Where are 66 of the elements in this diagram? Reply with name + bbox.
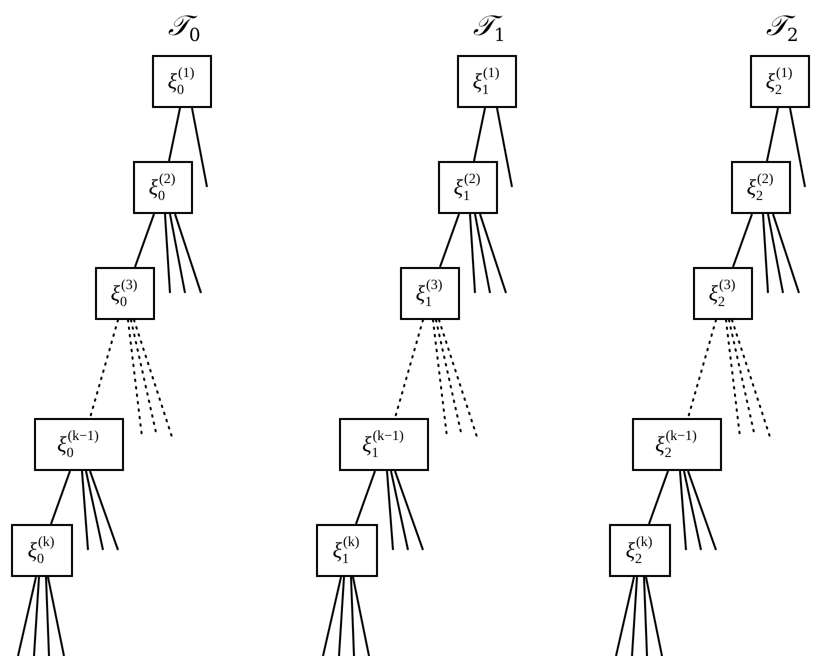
- tree-edge: [355, 470, 376, 524]
- branch-line: [731, 319, 771, 438]
- tree-title: 𝒯$_{1}$: [473, 12, 506, 40]
- branch-line: [496, 108, 513, 188]
- branch-line: [169, 214, 186, 294]
- tree-edge: [50, 470, 71, 524]
- tree-edge: [439, 214, 460, 268]
- tree-edge: [89, 319, 119, 419]
- branch-line: [85, 470, 104, 550]
- branch-line: [394, 470, 424, 550]
- tree-edge: [473, 108, 486, 162]
- variable-box: [731, 161, 791, 214]
- variable-box: [152, 55, 212, 108]
- branch-line: [679, 470, 687, 550]
- branch-line: [174, 214, 202, 294]
- branch-line: [164, 214, 171, 294]
- branch-line: [17, 576, 37, 656]
- branch-line: [45, 576, 50, 656]
- branch-line: [643, 576, 648, 656]
- tree-title: 𝒯$_{2}$: [766, 12, 798, 40]
- branch-line: [89, 470, 119, 550]
- variable-box: [609, 524, 671, 577]
- tree-edge: [394, 319, 424, 419]
- branch-line: [386, 470, 394, 550]
- branch-line: [390, 470, 409, 550]
- branch-line: [631, 576, 638, 656]
- branch-line: [350, 576, 355, 656]
- variable-box: [457, 55, 517, 108]
- branch-line: [438, 319, 478, 438]
- variable-box: [438, 161, 498, 214]
- variable-box: [750, 55, 810, 108]
- variable-box: [11, 524, 73, 577]
- variable-box: [632, 418, 722, 471]
- branch-line: [772, 214, 800, 294]
- branch-line: [47, 576, 65, 656]
- branch-line: [687, 470, 717, 550]
- tree-edge: [648, 470, 669, 524]
- variable-box: [34, 418, 124, 471]
- tree-edge: [134, 214, 155, 268]
- variable-box: [693, 267, 753, 320]
- branch-line: [474, 214, 491, 294]
- branch-line: [191, 108, 208, 188]
- branch-line: [645, 576, 663, 656]
- variable-box: [95, 267, 155, 320]
- branch-line: [352, 576, 370, 656]
- variable-box: [400, 267, 460, 320]
- tree-edge: [687, 319, 717, 419]
- tree-edge: [168, 108, 181, 162]
- branch-line: [133, 319, 173, 438]
- branch-line: [479, 214, 507, 294]
- variable-box: [133, 161, 193, 214]
- branch-line: [81, 470, 89, 550]
- branch-line: [33, 576, 40, 656]
- branch-line: [469, 214, 476, 294]
- branch-line: [338, 576, 345, 656]
- variable-box: [316, 524, 378, 577]
- tree-edge: [766, 108, 779, 162]
- variable-box: [339, 418, 429, 471]
- branch-line: [615, 576, 635, 656]
- tree-title: 𝒯$_{0}$: [168, 12, 200, 40]
- branch-line: [767, 214, 784, 294]
- tree-edge: [732, 214, 753, 268]
- branch-line: [789, 108, 806, 188]
- branch-line: [322, 576, 342, 656]
- branch-line: [683, 470, 702, 550]
- branch-line: [762, 214, 769, 294]
